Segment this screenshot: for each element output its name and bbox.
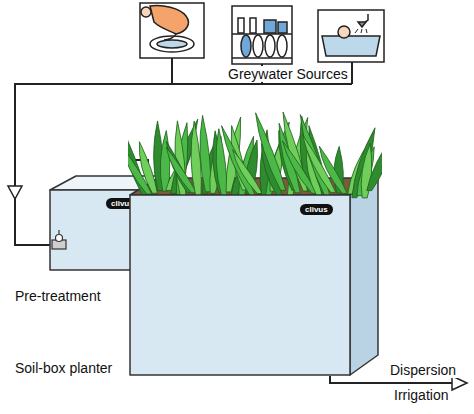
leaf [200, 115, 211, 191]
tank-front [50, 190, 140, 270]
flow-label: Dispersion [388, 362, 458, 378]
planter-side [350, 178, 378, 375]
leaf [319, 146, 347, 193]
leaf [191, 121, 201, 197]
group-label: Greywater Sources [226, 66, 350, 82]
leaf [367, 133, 382, 191]
bath-icon [318, 10, 384, 62]
laundry-icon [140, 3, 204, 58]
part-label: Pre-treatment [15, 288, 101, 304]
leaf [233, 150, 263, 194]
plant-leaves [128, 112, 382, 198]
flow-label: Irrigation [392, 387, 450, 403]
planter-box: clivusSoil-box planter [128, 110, 382, 378]
valve-symbol [52, 230, 66, 249]
part-label: Soil-box planter [15, 360, 112, 376]
brand-badge: clivus [300, 204, 333, 215]
dishes-icon [232, 6, 292, 64]
planter-front [130, 195, 350, 375]
planter-outline [128, 110, 382, 378]
flow-arrowhead [8, 186, 22, 199]
